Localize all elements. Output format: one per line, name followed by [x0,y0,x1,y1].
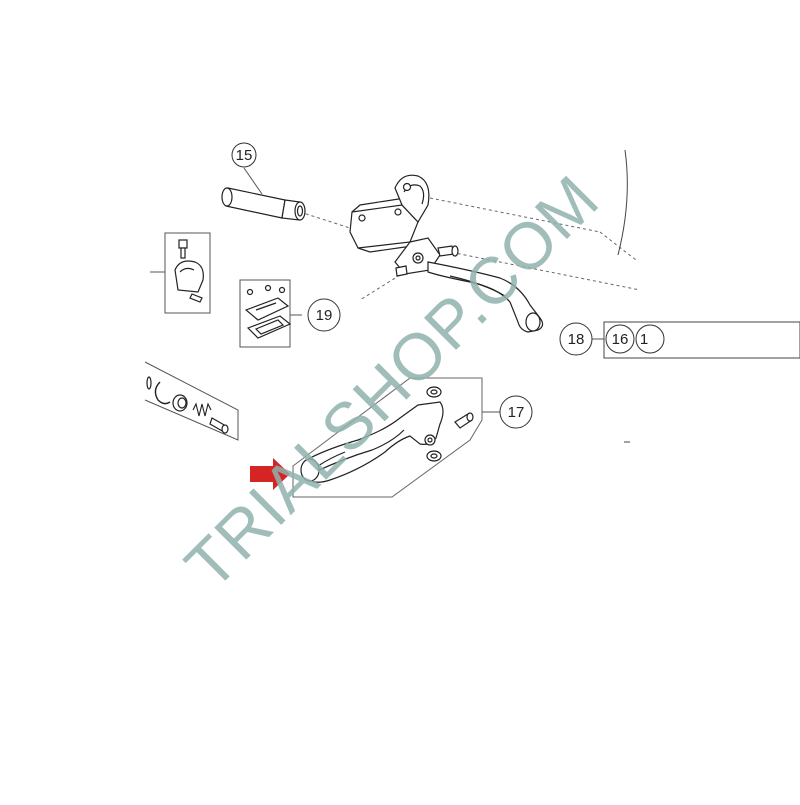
callout-partial-label: 1 [640,331,648,348]
part-15-tube [221,167,306,221]
part-17-box [292,377,500,498]
callout-16-label: 16 [612,331,629,348]
callout-18-label: 18 [568,331,585,348]
cutoff-line [617,149,628,256]
red-pointer-arrow [250,458,290,490]
callout-16-group: 16 1 [603,321,800,359]
dashed-leader-lines [299,197,641,301]
clamp-parts-box [150,232,211,314]
part-19-box [239,279,302,348]
callout-17-label: 17 [508,404,525,421]
callout-17: 17 [499,395,533,429]
callout-19-label: 19 [316,307,333,324]
callout-19: 19 [307,298,341,332]
master-cylinder-assembly [349,174,544,333]
piston-parts-box [144,361,239,441]
callout-15-label: 15 [236,147,253,164]
callout-18: 18 [559,322,604,356]
callout-15: 15 [231,142,257,168]
